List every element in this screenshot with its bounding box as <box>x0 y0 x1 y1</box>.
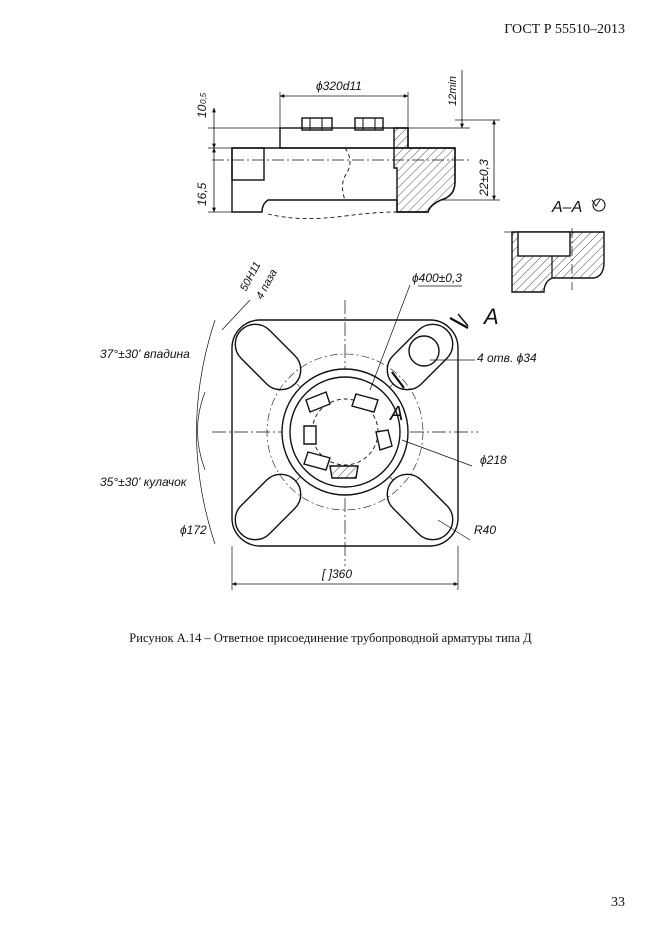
label-d400: ϕ400±0,3 <box>412 271 462 285</box>
label-dim-12: 12min <box>447 76 459 106</box>
label-dim-22: 22±0,3 <box>477 159 491 197</box>
label-r40: R40 <box>474 523 496 537</box>
label-dim-10-tol: 0,5 <box>199 92 208 104</box>
label-360: [ ]360 <box>321 567 352 581</box>
label-cut-a-top: А <box>482 304 499 329</box>
label-angle-37: 37°±30' впадина <box>100 347 190 361</box>
label-holes: 4 отв. ϕ34 <box>477 351 537 365</box>
standard-header: ГОСТ Р 55510–2013 <box>504 22 625 37</box>
section-a-a-view <box>504 198 606 293</box>
figure-caption: Рисунок А.14 – Ответное присоединение тр… <box>129 631 532 645</box>
label-d320: ϕ320d11 <box>316 79 362 93</box>
plan-view <box>196 284 478 590</box>
label-section-a-a: А–А <box>551 199 582 216</box>
label-cut-a-mid: А <box>389 403 403 425</box>
label-angle-35: 35°±30' кулачок <box>100 475 188 489</box>
label-d172: ϕ172 <box>180 523 207 537</box>
top-elevation-view <box>208 70 500 220</box>
label-dim-16: 16,5 <box>195 182 209 206</box>
drawing-labels: ϕ320d11 10 0,5 12min 16,5 22±0,3 А–А 50H… <box>100 76 582 581</box>
page-number: 33 <box>611 895 625 910</box>
label-dim-10: 10 <box>195 104 209 118</box>
label-d218: ϕ218 <box>480 453 507 467</box>
